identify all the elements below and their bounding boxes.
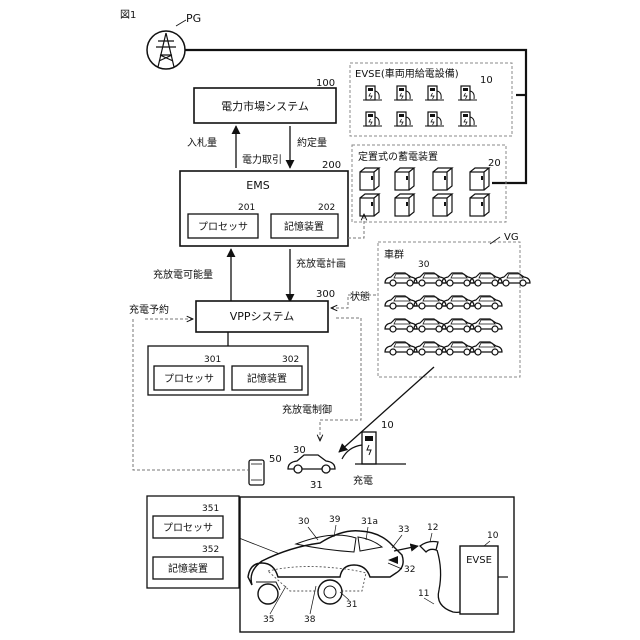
vpp-system-title: VPPシステム xyxy=(230,310,294,323)
power-grid-label: PG xyxy=(186,12,201,25)
power-grid-tower-icon xyxy=(147,31,185,69)
reservation-label: 充電予約 xyxy=(129,303,169,316)
vehicle-storage-ref: 352 xyxy=(202,545,219,555)
ref-ecu: 35 xyxy=(263,615,274,625)
market-system-ref: 100 xyxy=(316,78,335,89)
contract-label: 約定量 xyxy=(297,136,327,149)
evse-charger-ref: 10 xyxy=(381,420,394,431)
vehicle-group-ref: 30 xyxy=(418,260,430,270)
vpp-storage-label: 記憶装置 xyxy=(247,372,287,385)
capacity-label: 充放電可能量 xyxy=(153,268,213,281)
ref-inlet: 33 xyxy=(398,525,409,535)
vehicle-processor-label: プロセッサ xyxy=(163,522,213,534)
ref-battery-a: 31a xyxy=(361,517,378,527)
charging-battery-ref: 31 xyxy=(310,480,323,491)
plan-label: 充放電計画 xyxy=(296,257,346,270)
ref-wiring: 38 xyxy=(304,615,316,625)
figure-label: 図1 xyxy=(120,9,136,21)
evse-charger-icon xyxy=(342,432,406,464)
vpp-storage-ref: 302 xyxy=(282,355,299,365)
ref-evse: 10 xyxy=(487,531,499,541)
ref-roof: 39 xyxy=(329,515,341,525)
vpp-processor-label: プロセッサ xyxy=(164,373,214,385)
evse-group-title: EVSE(車両用給電設備) xyxy=(355,67,459,80)
charging-vehicle-ref: 30 xyxy=(293,445,306,456)
state-label: 状態 xyxy=(350,290,370,303)
vehicle-to-charging-arrow xyxy=(339,367,434,452)
ref-vehicle: 30 xyxy=(298,517,310,527)
ems-title: EMS xyxy=(246,179,269,192)
ref-battery: 31 xyxy=(346,600,357,610)
control-label: 充放電制御 xyxy=(282,403,332,416)
smartphone-ref: 50 xyxy=(269,454,282,465)
vehicle-fleet-icons xyxy=(385,273,530,355)
ref-cable: 11 xyxy=(418,589,429,599)
vehicle-group-title: 車群 xyxy=(384,248,404,261)
ems-storage-label: 記憶装置 xyxy=(284,220,324,233)
charging-vehicle-icon xyxy=(288,455,335,473)
market-system-title: 電力市場システム xyxy=(221,99,309,113)
ems-battery-link xyxy=(348,214,364,238)
ems-processor-label: プロセッサ xyxy=(198,221,248,233)
stationary-battery-icons xyxy=(360,168,489,216)
detail-evse-label: EVSE xyxy=(466,555,492,566)
trade-label: 電力取引 xyxy=(242,153,282,166)
evse-group-ref: 10 xyxy=(480,75,493,86)
ems-processor-ref: 201 xyxy=(238,203,255,213)
bid-label: 入札量 xyxy=(187,136,217,149)
vpp-system-ref: 300 xyxy=(316,289,335,300)
evse-station-icons xyxy=(363,86,477,126)
vehicle-processor-ref: 351 xyxy=(202,504,219,514)
vehicle-group-label: VG xyxy=(504,232,519,243)
ref-port: 32 xyxy=(404,565,415,575)
battery-group-title: 定置式の蓄電装置 xyxy=(358,150,438,163)
ems-storage-ref: 202 xyxy=(318,203,335,213)
control-arrow xyxy=(320,318,361,441)
ems-ref: 200 xyxy=(322,160,341,171)
charging-label: 充電 xyxy=(353,474,373,487)
ref-connector: 12 xyxy=(427,523,438,533)
vehicle-storage-label: 記憶装置 xyxy=(168,562,208,575)
smartphone-icon xyxy=(249,460,264,485)
vpp-processor-ref: 301 xyxy=(204,355,221,365)
vehicle-group-box xyxy=(378,242,520,377)
battery-group-ref: 20 xyxy=(488,158,501,169)
